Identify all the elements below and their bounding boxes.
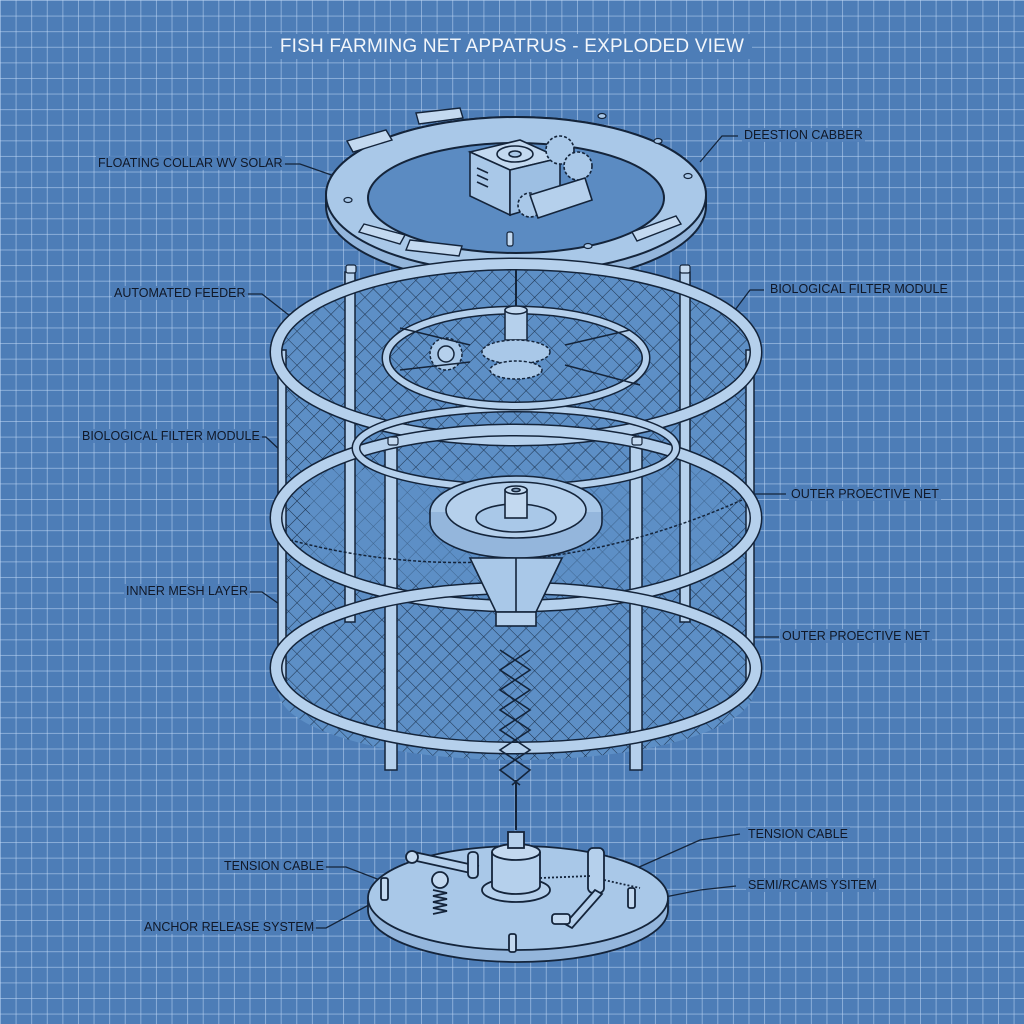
label-tension-cable-left: TENSION CABLE xyxy=(222,859,327,873)
label-anchor-release: ANCHOR RELEASE SYSTEM xyxy=(142,920,317,934)
label-tension-cable-right: TENSION CABLE xyxy=(746,827,851,841)
solar-panels xyxy=(345,107,683,257)
drive-motor-gearbox xyxy=(467,135,594,220)
floating-collar xyxy=(325,107,707,285)
anchor-base-plate xyxy=(367,831,669,963)
label-semircams-system: SEMI/RCAMS YSITEM xyxy=(746,878,879,892)
diagram-title: FISH FARMING NET APPATRUS - EXPLODED VIE… xyxy=(0,34,1024,59)
label-inner-mesh: INNER MESH LAYER xyxy=(124,584,251,598)
label-bio-filter-left: BIOLOGICAL FILTER MODULE xyxy=(80,429,262,443)
label-deestion-cabber: DEESTION CABBER xyxy=(742,128,865,142)
feeder-gear-assembly xyxy=(381,270,651,411)
label-floating-collar: FLOATING COLLAR WV SOLAR xyxy=(96,156,285,170)
filter-hopper xyxy=(429,475,603,627)
label-outer-net-upper: OUTER PROЕCTIVE NET xyxy=(789,487,941,501)
label-outer-net-lower: OUTER PROЕCTIVE NET xyxy=(780,629,932,643)
label-bio-filter-right: BIOLOGICAL FILTER MODULE xyxy=(768,282,950,296)
label-automated-feeder: AUTOMATED FEEDER xyxy=(112,286,248,300)
spiral-auger xyxy=(498,649,532,830)
